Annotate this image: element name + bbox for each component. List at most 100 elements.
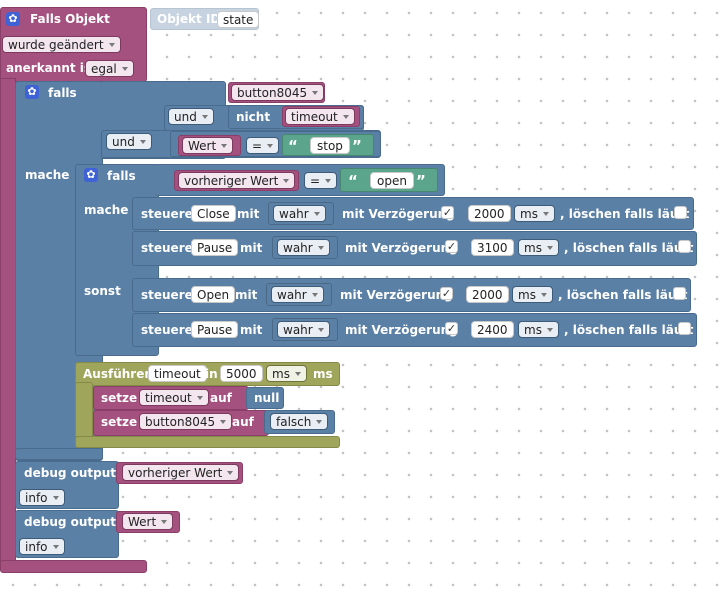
value-dropdown[interactable]: wahr — [271, 286, 324, 303]
debug-value-dropdown-1[interactable]: vorheriger Wert — [122, 464, 240, 481]
set-auf-label: auf — [210, 391, 232, 405]
outer-if-do-label: mache — [25, 168, 70, 182]
quote-open-icon: “ — [348, 172, 358, 190]
gear-icon[interactable]: ✿ — [84, 168, 98, 182]
value-dropdown[interactable]: wahr — [277, 239, 330, 256]
steuere-label: steuere — [141, 288, 193, 302]
delay-unit-dropdown[interactable]: ms — [512, 286, 553, 303]
clear-checkbox[interactable] — [673, 287, 686, 300]
timer-block-spine — [75, 382, 93, 438]
equals-dropdown-1[interactable]: = — [246, 137, 280, 154]
ack-label: anerkannt ist — [6, 61, 97, 75]
clear-checkbox[interactable] — [678, 322, 691, 335]
event-block-spine — [0, 78, 16, 568]
set-timeout-variable-dropdown[interactable]: timeout — [139, 389, 209, 406]
delay-ms-field[interactable]: 2400 — [471, 321, 514, 338]
delay-checkbox[interactable]: ✓ — [440, 287, 453, 300]
value-slot — [272, 236, 338, 259]
set-label: setze — [101, 415, 138, 429]
delay-ms-field[interactable]: 2000 — [468, 205, 511, 222]
clear-label: , löschen falls läuft — [564, 241, 694, 255]
trigger-dropdown[interactable]: wurde geändert — [2, 36, 121, 53]
prev-value-dropdown[interactable]: vorheriger Wert — [178, 172, 296, 189]
timer-block-foot — [75, 436, 340, 448]
false-value-dropdown[interactable]: falsch — [270, 413, 329, 430]
delay-unit-dropdown[interactable]: ms — [518, 321, 559, 338]
mit-label: mit — [237, 207, 260, 221]
and-dropdown-1[interactable]: und — [168, 108, 214, 125]
debug-label: debug output — [24, 515, 117, 529]
delay-ms-field[interactable]: 2000 — [466, 286, 509, 303]
gear-icon[interactable]: ✿ — [25, 85, 39, 99]
clear-label: , löschen falls läuft — [558, 288, 688, 302]
value-dropdown[interactable]: wahr — [277, 321, 330, 338]
quote-close-icon: ” — [416, 172, 426, 190]
object-id-field[interactable]: state — [217, 11, 260, 28]
event-title: Falls Objekt — [30, 12, 110, 26]
timer-ms-field[interactable]: 5000 — [220, 365, 263, 382]
target-field[interactable]: Pause — [191, 239, 239, 256]
debug-label: debug output — [24, 466, 117, 480]
outer-if-label: falls — [48, 86, 77, 100]
delay-label: mit Verzögerung — [345, 323, 458, 337]
outer-if-block-foot — [15, 448, 103, 460]
target-field[interactable]: Pause — [191, 321, 239, 338]
ack-dropdown[interactable]: egal — [85, 60, 134, 77]
timer-unit-suffix: ms — [313, 367, 333, 381]
delay-checkbox[interactable]: ✓ — [441, 206, 454, 219]
and-dropdown-2[interactable]: und — [106, 133, 152, 150]
mit-label: mit — [235, 288, 258, 302]
open-string-field[interactable]: open — [370, 172, 414, 189]
gear-icon[interactable]: ✿ — [6, 12, 20, 26]
steuere-label: steuere — [141, 323, 193, 337]
timer-unit-dropdown[interactable]: ms — [266, 365, 307, 382]
quote-open-icon: “ — [288, 137, 298, 155]
inner-if-do-label: mache — [84, 203, 129, 217]
debug-level-dropdown-1[interactable]: info — [19, 489, 65, 506]
value-slot — [266, 283, 332, 306]
button-variable-dropdown[interactable]: button8045 — [231, 84, 325, 101]
object-id-label: Objekt ID — [157, 12, 221, 26]
timer-in-label: in — [205, 367, 218, 381]
inner-if-label: falls — [107, 169, 136, 183]
set-button-variable-dropdown[interactable]: button8045 — [139, 413, 233, 430]
wert-variable-dropdown[interactable]: Wert — [182, 137, 234, 154]
steuere-label: steuere — [141, 241, 193, 255]
timer-name-field[interactable]: timeout — [148, 365, 207, 382]
delay-unit-dropdown[interactable]: ms — [518, 239, 559, 256]
clear-label: , löschen falls läuft — [560, 207, 690, 221]
not-label: nicht — [236, 110, 271, 124]
delay-unit-dropdown[interactable]: ms — [514, 205, 555, 222]
timer-label: Ausführen — [83, 367, 153, 381]
delay-checkbox[interactable]: ✓ — [445, 240, 458, 253]
steuere-label: steuere — [141, 207, 193, 221]
stop-string-field[interactable]: stop — [310, 137, 350, 154]
delay-label: mit Verzögerung — [340, 288, 453, 302]
clear-checkbox[interactable] — [674, 206, 687, 219]
debug-level-dropdown-2[interactable]: info — [19, 538, 65, 555]
event-block-foot — [0, 560, 147, 573]
set-label: setze — [101, 391, 138, 405]
delay-label: mit Verzögerung — [342, 207, 455, 221]
inner-if-else-label: sonst — [84, 284, 121, 298]
delay-label: mit Verzögerung — [345, 241, 458, 255]
target-field[interactable]: Open — [191, 286, 236, 303]
value-slot — [268, 202, 334, 225]
mit-label: mit — [240, 241, 263, 255]
target-field[interactable]: Close — [191, 205, 236, 222]
value-dropdown[interactable]: wahr — [273, 205, 326, 222]
quote-close-icon: ” — [352, 137, 362, 155]
equals-dropdown-2[interactable]: = — [304, 172, 338, 189]
delay-ms-field[interactable]: 3100 — [471, 239, 514, 256]
clear-checkbox[interactable] — [678, 240, 691, 253]
null-value-block[interactable] — [246, 387, 284, 409]
set-auf-label: auf — [232, 415, 254, 429]
value-slot — [272, 318, 338, 341]
null-value: null — [254, 391, 280, 405]
debug-value-dropdown-2[interactable]: Wert — [122, 513, 174, 530]
delay-checkbox[interactable]: ✓ — [445, 322, 458, 335]
mit-label: mit — [240, 323, 263, 337]
timeout-variable-dropdown[interactable]: timeout — [285, 108, 355, 125]
object-id-ghost-block[interactable]: Objekt ID state — [150, 8, 260, 30]
clear-label: , löschen falls läuft — [564, 323, 694, 337]
